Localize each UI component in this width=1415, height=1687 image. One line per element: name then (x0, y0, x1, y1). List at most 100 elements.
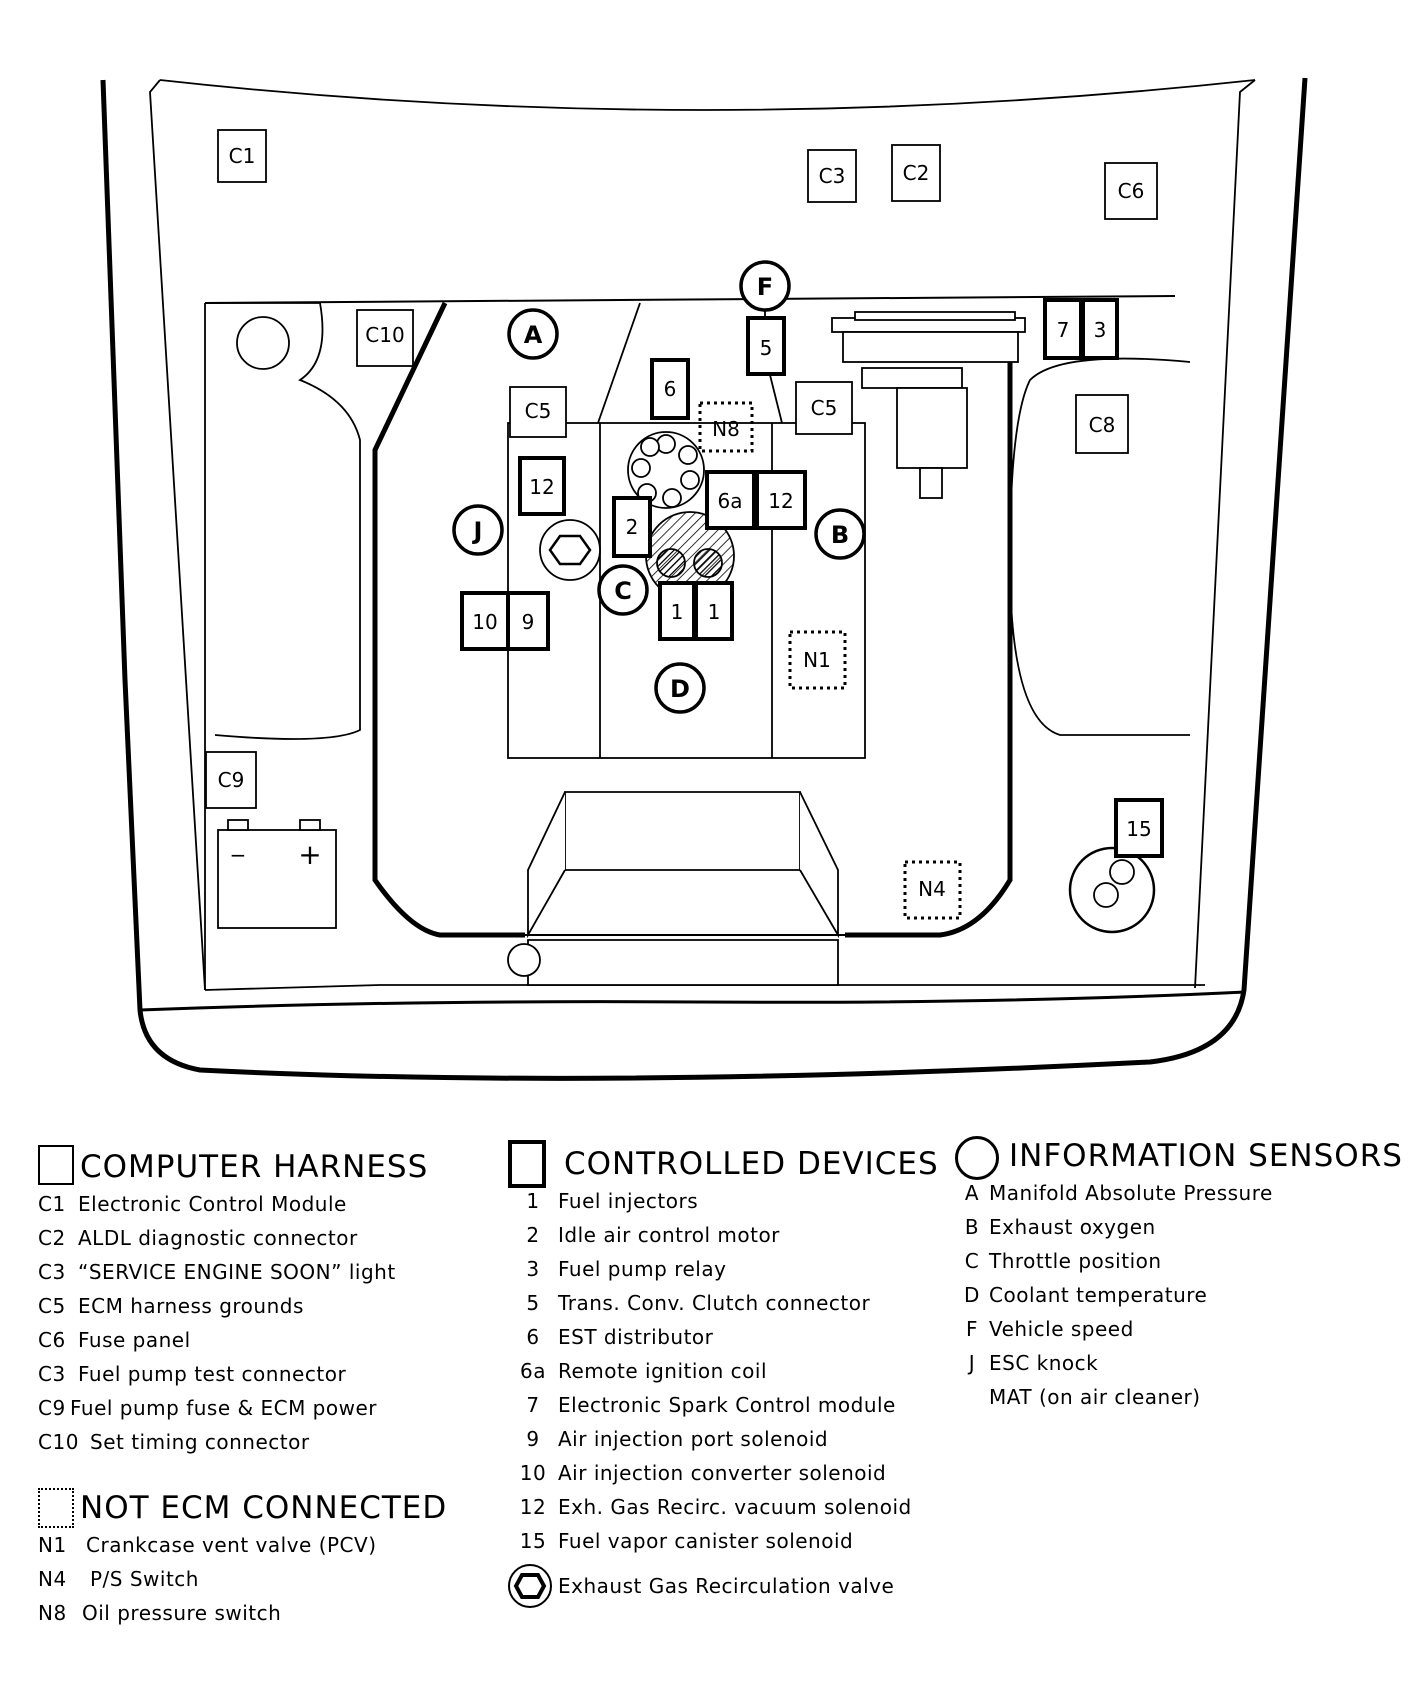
legend-code: C3 (38, 1260, 66, 1284)
legend-row: 5 Trans. Conv. Clutch connector (508, 1286, 958, 1320)
mechanical-parts (539, 311, 1156, 934)
legend-row: C1 Electronic Control Module (38, 1187, 488, 1221)
device-6a-label: 6a (718, 489, 743, 513)
legend-label: Manifold Absolute Pressure (989, 1181, 1273, 1205)
engine-compartment-diagram: − + C1 C3 C2 C6 C10 C5 C5 C8 C9 N8 N1 N4 (100, 77, 1308, 1081)
legend-code: C3 (38, 1362, 66, 1386)
device-2-label: 2 (626, 515, 639, 539)
not-ecm-boxes (698, 401, 962, 920)
legend-label: MAT (on air cleaner) (989, 1385, 1201, 1409)
legend-code: 10 (519, 1461, 547, 1485)
device-5-label: 5 (760, 336, 773, 360)
device-9-label: 9 (522, 610, 535, 634)
circle-symbol-icon (955, 1136, 999, 1180)
legend-label: ESC knock (989, 1351, 1099, 1375)
sensor-f-label: F (757, 273, 773, 301)
air-cleaner (507, 791, 839, 986)
legend-code: C5 (38, 1294, 66, 1318)
harness-boxes (205, 129, 1158, 809)
legend-code: 6 (526, 1325, 540, 1349)
legend-code: C6 (38, 1328, 66, 1352)
legend-row: A Manifold Absolute Pressure (955, 1176, 1405, 1210)
legend-code: 6a (520, 1359, 546, 1383)
legend-code: B (964, 1215, 980, 1239)
legend-row: 3 Fuel pump relay (508, 1252, 958, 1286)
legend-code: 5 (526, 1291, 540, 1315)
c8-label: C8 (1089, 413, 1116, 437)
legend-code: 12 (519, 1495, 547, 1519)
computer-harness-title: COMPUTER HARNESS (80, 1149, 429, 1185)
device-10-label: 10 (472, 610, 497, 634)
legend-code: C1 (38, 1192, 66, 1216)
legend-label: “SERVICE ENGINE SOON” light (78, 1260, 396, 1284)
legend-label: Electronic Control Module (78, 1192, 347, 1216)
legend-row: C3 Fuel pump test connector (38, 1357, 488, 1391)
device-6-label: 6 (664, 377, 677, 401)
device-1-label-right: 1 (708, 600, 721, 624)
device-7-label: 7 (1057, 318, 1070, 342)
legend-row: C6 Fuse panel (38, 1323, 488, 1357)
legend-label: Idle air control motor (558, 1223, 780, 1247)
legend-row: C5 ECM harness grounds (38, 1289, 488, 1323)
legend-label: Electronic Spark Control module (558, 1393, 896, 1417)
c9-label: C9 (218, 768, 245, 792)
legend-label: Throttle position (989, 1249, 1162, 1273)
legend-code: 3 (526, 1257, 540, 1281)
legend-computer-harness: COMPUTER HARNESS C1 Electronic Control Mo… (38, 1143, 488, 1459)
battery-minus: − (230, 843, 247, 867)
right-fender-well (1009, 357, 1191, 736)
legend-row: C3 “SERVICE ENGINE SOON” light (38, 1255, 488, 1289)
device-boxes (460, 298, 1164, 858)
legend-label: ECM harness grounds (78, 1294, 304, 1318)
legend-label: Fuel vapor canister solenoid (558, 1529, 854, 1553)
left-fender-well (205, 302, 361, 740)
legend-label: Coolant temperature (989, 1283, 1208, 1307)
sensor-d-label: D (670, 675, 690, 703)
sensor-circles (452, 260, 866, 714)
c2-label: C2 (903, 161, 930, 185)
legend-code: N1 (38, 1533, 67, 1557)
legend-row-egr: Exhaust Gas Recirculation valve (508, 1562, 958, 1610)
legend-label: Fuel pump relay (558, 1257, 727, 1281)
sensor-c-label: C (614, 577, 632, 605)
legend-label: Set timing connector (90, 1430, 310, 1454)
device-3-label: 3 (1094, 318, 1107, 342)
legend-label: Fuel pump test connector (78, 1362, 347, 1386)
c10-label: C10 (365, 323, 404, 347)
legend-label: Trans. Conv. Clutch connector (558, 1291, 871, 1315)
n1-label: N1 (803, 648, 831, 672)
legend-label: P/S Switch (90, 1567, 199, 1591)
sensor-b-label: B (831, 521, 849, 549)
legend-code: 1 (526, 1189, 540, 1213)
legend-label: ALDL diagnostic connector (78, 1226, 358, 1250)
legend-row: 10 Air injection converter solenoid (508, 1456, 958, 1490)
c5-label-right: C5 (811, 396, 838, 420)
legend-label: Vehicle speed (989, 1317, 1134, 1341)
legend-code: C9 (38, 1396, 66, 1420)
legend-label: Fuel pump fuse & ECM power (70, 1396, 377, 1420)
legend-code: A (964, 1181, 980, 1205)
thick-square-icon (508, 1140, 546, 1188)
c6-label: C6 (1118, 179, 1145, 203)
legend-label: Fuse panel (78, 1328, 191, 1352)
legend-row: MAT (on air cleaner) (955, 1380, 1405, 1414)
n4-label: N4 (918, 877, 946, 901)
legend-label: Air injection port solenoid (558, 1427, 829, 1451)
device-12-label-right: 12 (768, 489, 793, 513)
legend-label: Air injection converter solenoid (558, 1461, 887, 1485)
sensor-j-label: J (472, 517, 483, 545)
